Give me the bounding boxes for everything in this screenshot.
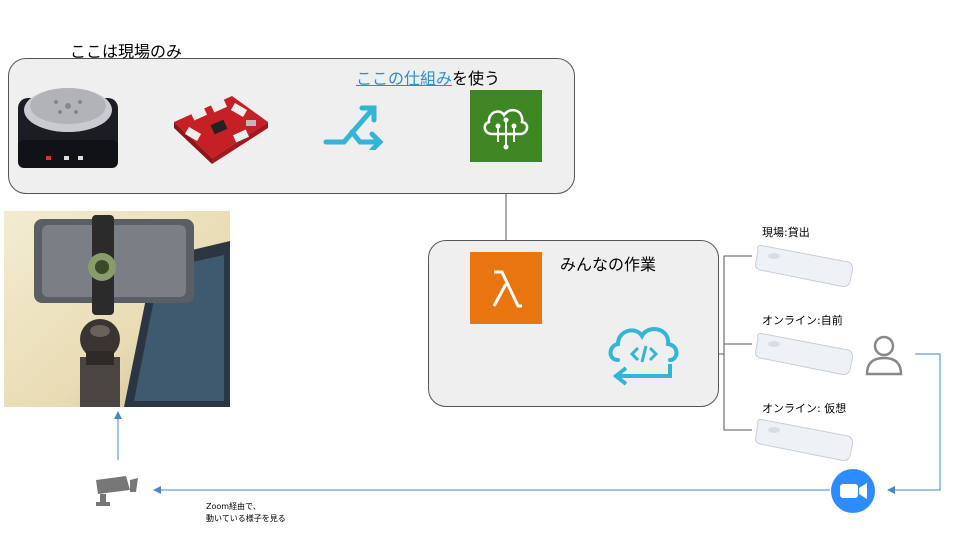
arrow-user-to-zoom <box>887 353 941 494</box>
iot-button-icon[interactable] <box>752 328 856 378</box>
aws-iot-core-icon <box>470 90 542 162</box>
camera-icon <box>96 476 138 506</box>
cloud-code-icon <box>608 327 679 386</box>
split-arrow-icon <box>323 105 384 150</box>
aws-lambda-icon <box>470 252 542 324</box>
iot-button-icon[interactable] <box>752 414 856 464</box>
subtitle-rest: を使う <box>452 69 501 88</box>
microcontroller-board-icon <box>174 96 268 164</box>
work-panel-title: みんなの作業 <box>560 255 657 274</box>
zoom-note-line1: Zoom経由で、 <box>206 502 261 511</box>
zoom-note-line2: 動いている様子を見る <box>206 514 286 523</box>
user-icon <box>865 335 903 376</box>
camera-rig-photo <box>4 211 230 407</box>
device-label-online-virtual: オンライン: 仮想 <box>762 402 847 415</box>
onsite-panel-subtitle: ここの仕組みを使う <box>356 65 500 89</box>
mechanism-link[interactable]: ここの仕組み <box>356 69 453 88</box>
onsite-panel-title: ここは現場のみ <box>70 42 183 61</box>
iot-button-icon[interactable] <box>752 240 856 290</box>
device-label-onsite: 現場:貸出 <box>762 226 810 239</box>
zoom-note: Zoom経由で、 動いている様子を見る <box>206 501 286 525</box>
zoom-video-icon[interactable] <box>830 468 876 514</box>
device-label-online-own: オンライン:自前 <box>762 314 843 327</box>
devices-bracket <box>723 255 752 431</box>
smart-speaker-icon <box>18 88 118 168</box>
